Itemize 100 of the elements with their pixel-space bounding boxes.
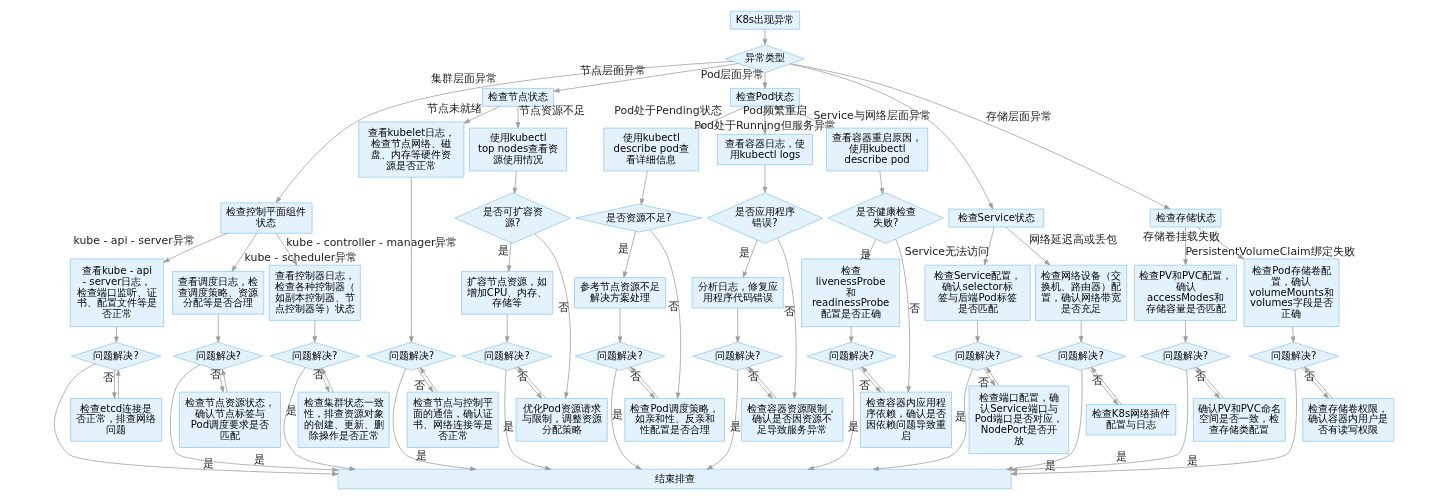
edge-label: 是 [1044, 459, 1056, 473]
arrow [218, 369, 224, 393]
node-diamond: 问题解决? [365, 341, 457, 371]
node-box: 优化Pod资源请求与限制，调整资源分配策略 [515, 398, 608, 442]
arrow [111, 369, 117, 399]
arrow [1182, 226, 1188, 266]
node-box: 查看kubelet日志，检查节点网络、磁盘、内存等硬件资源是否正常 [357, 121, 464, 178]
edge-label: 否 [667, 299, 679, 313]
arrow [639, 170, 648, 205]
edge-label: 节点资源不足 [518, 104, 585, 118]
node-box: 检查存储状态 [1149, 208, 1221, 228]
edge-label: 否 [1194, 370, 1206, 384]
node-box: 检查Service配置，确认selector标签与后端Pod标签是否匹配 [924, 264, 1031, 321]
arrow [312, 320, 317, 343]
node-box: 检查Pod存储卷配置，确认volumeMounts和volumes字段是否正确 [1243, 258, 1339, 328]
arrow [1005, 226, 1050, 266]
node-box: 检查容器内应用程序依赖，确认是否因依赖问题导致重启 [859, 391, 952, 448]
node-diamond: 是否资源不足? [574, 203, 702, 233]
edge-label: 否 [747, 370, 759, 384]
arrow [115, 369, 121, 399]
node-box: 检查网络设备（交换机、路由器）配置，确认网络带宽是否充足 [1034, 264, 1127, 321]
arrow [776, 237, 797, 399]
edge-label: 是 [859, 247, 871, 261]
arrow [894, 238, 911, 393]
arrow [610, 368, 642, 470]
node-diamond: 问题解决? [1035, 341, 1126, 371]
edge-label: Service无法访问 [904, 244, 989, 258]
edge-label: Pod处于Pending状态 [613, 104, 722, 118]
arrow [1290, 326, 1295, 343]
node-diamond: 是否应用程序错误? [706, 192, 823, 244]
arrow [788, 63, 993, 210]
arrow [705, 370, 738, 470]
arrow [762, 72, 767, 89]
arrow [463, 106, 500, 124]
arrow [215, 314, 220, 343]
edge-label: 是 [617, 241, 629, 255]
arrow [617, 307, 622, 343]
node-box: 确认PV和PVC命名空间是否一致，检查存储类配置 [1192, 398, 1286, 442]
arrow [982, 368, 995, 387]
edge-label: 存储层面异常 [985, 110, 1052, 124]
node-box: 查看调度日志，检查调度策略、资源分配等是否合理 [171, 271, 264, 315]
node-box: 检查etcd连接是否正常，排查网络问题 [69, 398, 162, 442]
arrow [985, 367, 999, 387]
arrow [742, 239, 757, 278]
edge-label: PersistentVolumeClaim绑定失败 [1184, 244, 1355, 258]
node-box: 查看容器日志，使用kubectl logs [716, 133, 813, 166]
edge-label: 否 [908, 302, 920, 316]
edge-label: 否 [209, 368, 221, 382]
node-box: 查看控制器日志，检查各种控制器（如副本控制器、节点控制器等）状态 [268, 264, 361, 321]
node-box: 检查容器资源限制，确认是否因资源不足导致服务异常 [740, 398, 843, 442]
edge-label: 网络延迟高或丢包 [1028, 233, 1117, 247]
edge-label: kube - controller - manager异常 [285, 236, 457, 250]
arrow [419, 367, 437, 393]
arrow [392, 368, 476, 471]
node-box: 检查PV和PVC配置，确认accessModes和存储容量是否匹配 [1133, 264, 1237, 321]
arrow [762, 164, 767, 193]
node-box: 检查Pod调度策略，如亲和性、反亲和性配置是否合理 [623, 398, 725, 442]
edge-label: 是 [1186, 453, 1198, 467]
arrow [515, 106, 520, 129]
arrow [1010, 369, 1188, 473]
edge-label: kube - scheduler异常 [244, 251, 357, 265]
edge-label: 是 [738, 245, 750, 259]
node-box: 扩容节点资源，如增加CPU、内存、存储等 [460, 271, 553, 315]
edge-label: 否 [783, 304, 795, 318]
arrow [807, 369, 854, 471]
edge-label: 节点层面异常 [579, 64, 646, 78]
edge-label: 是 [1115, 450, 1127, 464]
arrow [762, 28, 767, 45]
edge-label: 否 [858, 378, 870, 392]
arrow [983, 226, 995, 266]
node-box: 检查节点与控制平面的通信，确认证书、网络连接等是否正常 [406, 391, 499, 448]
edge-label: 节点未就绪 [426, 101, 482, 115]
node-box: 检查节点资源状态，确认节点标签与Pod调度要求是否匹配 [178, 391, 281, 448]
arrow [506, 242, 511, 272]
node-box: K8s出现异常 [729, 10, 800, 30]
edge-label: 否 [557, 301, 569, 315]
edge-label: kube - api - server异常 [72, 233, 195, 247]
edge-label: 是 [502, 420, 514, 434]
arrow [408, 176, 414, 343]
edge-label: 是 [202, 456, 214, 470]
arrow [1182, 320, 1188, 343]
edge-label: 否 [413, 379, 425, 393]
node-diamond: 问题解决? [931, 341, 1023, 371]
edge-label: 是 [497, 243, 509, 257]
node-diamond: 是否健康检查失败? [827, 192, 944, 244]
arrow [220, 368, 227, 393]
edge-label: 是 [285, 404, 297, 418]
edge-label: 否 [102, 371, 114, 385]
arrow [622, 231, 636, 278]
edge-label: 存储卷挂载失败 [1142, 230, 1220, 244]
node-box: 查看kube - api - server日志，检查端口监听、证书、配置文件等是否正常 [69, 258, 164, 328]
edge-label: 否 [1303, 370, 1315, 384]
edge-label: 是 [253, 453, 265, 467]
arrow [169, 364, 338, 473]
arrow [734, 307, 740, 343]
arrow [1078, 320, 1083, 343]
edge-label: 否 [1091, 373, 1103, 387]
arrow [512, 170, 517, 194]
edge-label: 否 [516, 370, 528, 384]
edge-label: 是 [611, 408, 623, 422]
